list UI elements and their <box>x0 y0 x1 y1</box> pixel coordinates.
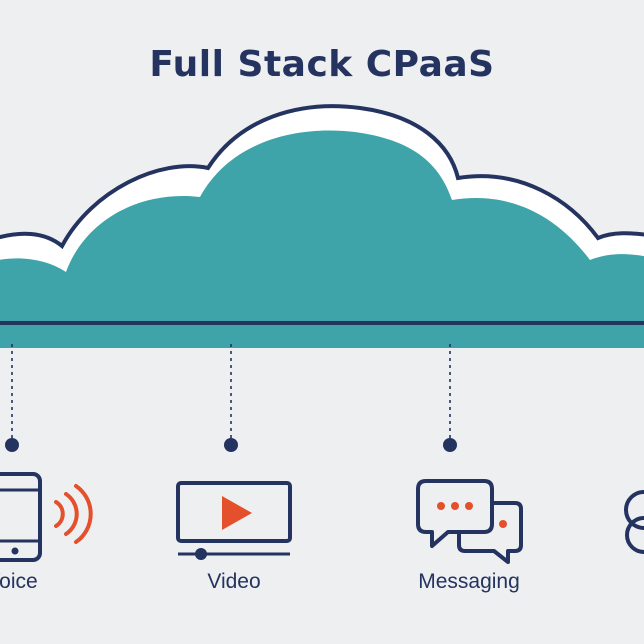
label-video: Video <box>207 570 261 593</box>
video-player-icon <box>176 481 292 560</box>
connector-dot-video <box>224 438 238 452</box>
globe-icon <box>624 490 644 554</box>
label-fourth: W <box>612 570 644 594</box>
label-messaging: Messaging <box>418 570 520 593</box>
label-voice: Voice <box>0 570 38 593</box>
page-title: Full Stack CPaaS <box>149 44 495 85</box>
phone-signal-icon <box>0 472 93 562</box>
connector-dot-voice <box>5 438 19 452</box>
connector-dot-messaging <box>443 438 457 452</box>
chat-bubbles-icon <box>416 479 523 564</box>
cloud-fill <box>0 130 644 348</box>
